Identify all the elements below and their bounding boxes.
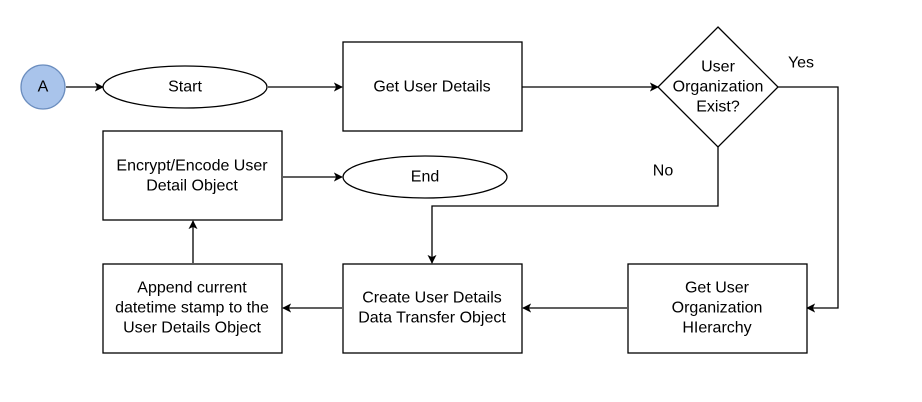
get-hierarchy-node[interactable]: Get User Organization HIerarchy (627, 263, 808, 354)
encrypt-encode-box (102, 130, 283, 221)
get-user-details-box (342, 41, 523, 132)
decision-node[interactable]: User Organization Exist? (657, 26, 779, 148)
encrypt-encode-line-2: Detail Object (146, 178, 238, 195)
edge-decision-no-to-create-dto (427, 147, 719, 264)
append-timestamp-line-1: Append current (137, 280, 247, 297)
get-hierarchy-line-1: Get User (685, 280, 750, 297)
get-hierarchy-box (627, 263, 808, 354)
create-dto-node[interactable]: Create User Details Data Transfer Object (342, 263, 523, 354)
get-hierarchy-line-2: Organization (672, 300, 763, 317)
start-ellipse (102, 65, 268, 109)
get-hierarchy-line-3: HIerarchy (682, 320, 751, 337)
edge-label-yes: Yes (788, 55, 814, 72)
end-ellipse (342, 155, 508, 199)
edge-decision-yes-to-get-hierarchy (778, 86, 839, 313)
edge-label-no: No (653, 163, 674, 180)
start-node[interactable]: Start (102, 65, 268, 109)
get-user-details-label: Get User Details (373, 79, 490, 96)
end-node[interactable]: End (342, 155, 508, 199)
connectors (66, 82, 839, 313)
decision-diamond (657, 26, 779, 148)
connector-a-label: A (38, 79, 49, 96)
create-dto-line-2: Data Transfer Object (358, 310, 506, 327)
decision-line-2: Organization (673, 79, 764, 96)
create-dto-box (342, 263, 523, 354)
decision-line-1: User (701, 59, 735, 76)
append-timestamp-node[interactable]: Append current datetime stamp to the Use… (102, 263, 283, 354)
get-user-details-node[interactable]: Get User Details (342, 41, 523, 132)
encrypt-encode-node[interactable]: Encrypt/Encode User Detail Object (102, 130, 283, 221)
end-label: End (411, 169, 439, 186)
start-label: Start (168, 79, 202, 96)
append-timestamp-box (102, 263, 283, 354)
append-timestamp-line-3: User Details Object (123, 320, 261, 337)
append-timestamp-line-2: datetime stamp to the (115, 300, 269, 317)
create-dto-line-1: Create User Details (362, 290, 502, 307)
connector-a-circle (20, 64, 66, 110)
decision-line-3: Exist? (696, 99, 740, 116)
connector-a[interactable]: A (20, 64, 66, 110)
encrypt-encode-line-1: Encrypt/Encode User (116, 158, 268, 175)
